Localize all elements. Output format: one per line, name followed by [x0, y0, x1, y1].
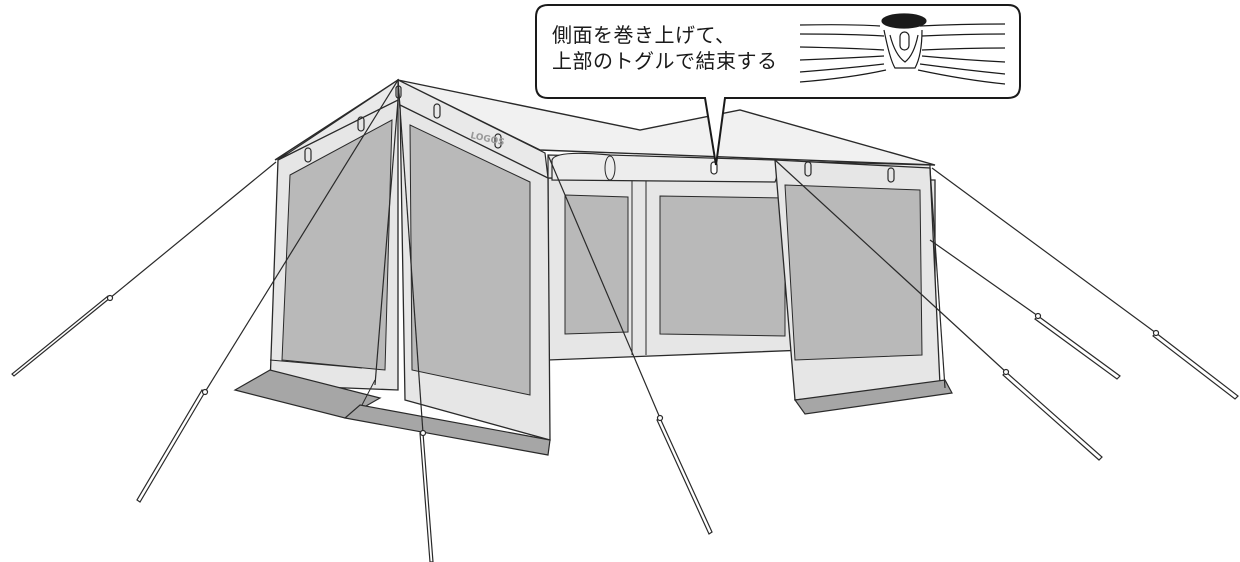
callout-line-2: 上部のトグルで結束する [552, 49, 778, 73]
right-wall [774, 159, 953, 415]
callout-caption: 側面を巻き上げて、 上部のトグルで結束する [552, 22, 802, 74]
toggle-icon [881, 13, 927, 29]
toggle-detail-illustration [799, 13, 1006, 85]
tent-stakes [11, 294, 1239, 562]
toggle-loops [304, 85, 895, 183]
left-wall [233, 98, 399, 419]
callout-line-1: 側面を巻き上げて、 [552, 23, 736, 47]
guy-ropes [109, 79, 1157, 434]
front-left-wall [343, 99, 551, 456]
